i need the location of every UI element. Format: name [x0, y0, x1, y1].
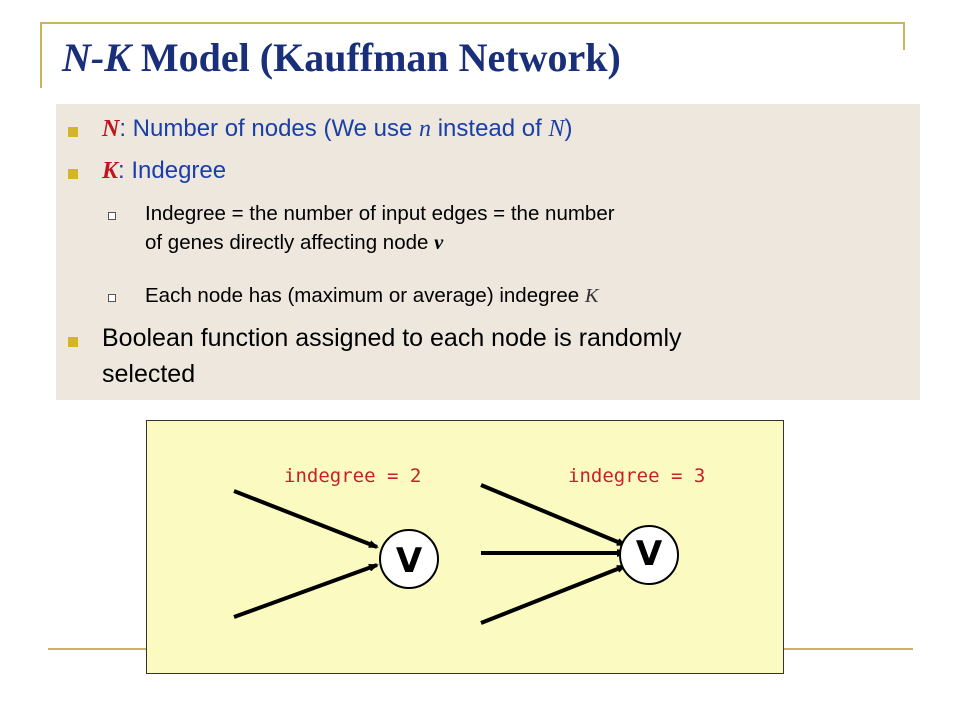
left-node-circle	[379, 529, 439, 589]
bullet-square-icon	[68, 127, 78, 137]
bullet-k-text: : Indegree	[118, 157, 227, 184]
title-rest: Model (Kauffman Network)	[130, 35, 621, 80]
bullet-n-text3: )	[564, 115, 573, 142]
bullet-boolean-line1: Boolean function assigned to each node i…	[102, 324, 682, 352]
left-arrow-top	[233, 489, 379, 549]
sub-bullet-indegree-line2: of genes directly affecting node v	[145, 231, 443, 255]
diagram-arrows: V V	[233, 483, 679, 625]
bullet-boolean-line2: selected	[102, 360, 196, 388]
right-arrow-bottom	[480, 564, 627, 625]
sub-bullet-indegree-line2-text: of genes directly affecting node	[145, 231, 435, 254]
var-n: n	[419, 116, 432, 142]
bullet-n: N: Number of nodes (We use n instead of …	[102, 115, 572, 143]
left-node-label: V	[396, 541, 423, 581]
frame-line-top	[40, 22, 905, 24]
bullet-square-icon	[68, 337, 78, 347]
frame-line-left	[40, 22, 42, 88]
frame-line-right	[903, 22, 905, 50]
right-indegree-label: indegree = 3	[568, 465, 706, 487]
symbol-k: K	[102, 158, 119, 184]
left-arrow-bottom	[233, 563, 379, 619]
content-panel: N: Number of nodes (We use n instead of …	[56, 104, 920, 400]
right-arrow-top	[480, 483, 627, 547]
sub-bullet-each-node-text: Each node has (maximum or average) indeg…	[145, 284, 585, 307]
var-v: v	[434, 232, 444, 254]
sub-bullet-square-icon	[108, 212, 116, 220]
symbol-n: N	[102, 116, 120, 142]
sub-bullet-each-node: Each node has (maximum or average) indeg…	[145, 284, 599, 308]
bullet-k: K: Indegree	[102, 157, 226, 185]
var-n-upper: N	[548, 116, 565, 142]
var-k: K	[584, 285, 599, 307]
bullet-square-icon	[68, 169, 78, 179]
sub-bullet-square-icon	[108, 294, 116, 302]
left-indegree-label: indegree = 2	[284, 465, 422, 487]
bullet-n-text: : Number of nodes (We use	[119, 115, 420, 142]
slide-title: N-K Model (Kauffman Network)	[62, 34, 621, 81]
right-node-circle	[619, 525, 679, 585]
bullet-n-text2: instead of	[431, 115, 549, 142]
right-node-label: V	[636, 534, 663, 574]
title-nk: N-K	[62, 35, 131, 80]
sub-bullet-indegree-line1: Indegree = the number of input edges = t…	[145, 202, 615, 225]
indegree-diagram: V V indegree = 2 indegree = 3	[146, 420, 784, 674]
